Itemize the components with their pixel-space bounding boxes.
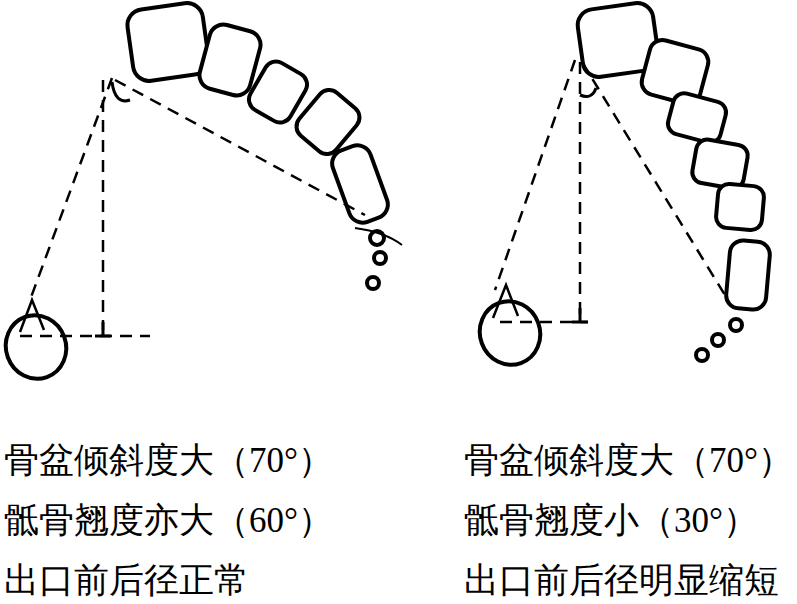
right-angle-marks	[572, 88, 596, 322]
right-dashed-lines	[495, 60, 728, 322]
left-angle-marks	[95, 82, 130, 336]
caption-line: 出口前后径正常	[4, 560, 249, 602]
caption-line: 骶骨翘度亦大（60°）	[4, 500, 333, 542]
caption-line: 骨盆倾斜度大（70°）	[4, 440, 333, 482]
left-pubis	[0, 300, 75, 387]
left-sacrum	[125, 1, 402, 289]
right-sacrum	[576, 1, 771, 361]
left-dashed-lines	[20, 78, 365, 336]
right-pubis	[471, 285, 549, 373]
caption-line: 出口前后径明显缩短	[464, 560, 779, 602]
caption-line: 骨盆倾斜度大（70°）	[464, 440, 793, 482]
caption-line: 骶骨翘度小（30°）	[464, 500, 758, 542]
